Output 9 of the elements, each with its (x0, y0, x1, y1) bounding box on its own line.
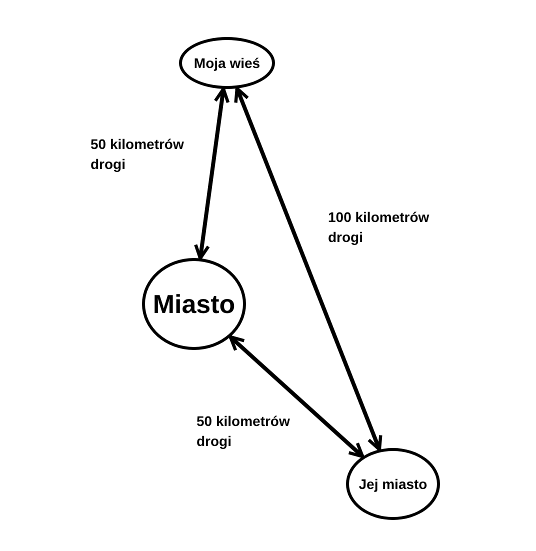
edge-label: 50 kilometrów drogi (196, 412, 291, 451)
double-arrow (234, 86, 382, 452)
edge-label: 50 kilometrów drogi (90, 134, 185, 174)
double-arrow (194, 87, 230, 260)
node-label: Jej miasto (358, 476, 428, 492)
node-label: Moja wieś (194, 55, 260, 71)
double-arrow (228, 335, 364, 458)
node-label: Miasto (152, 288, 236, 320)
edge-label: 100 kilometrów drogi (328, 208, 430, 246)
